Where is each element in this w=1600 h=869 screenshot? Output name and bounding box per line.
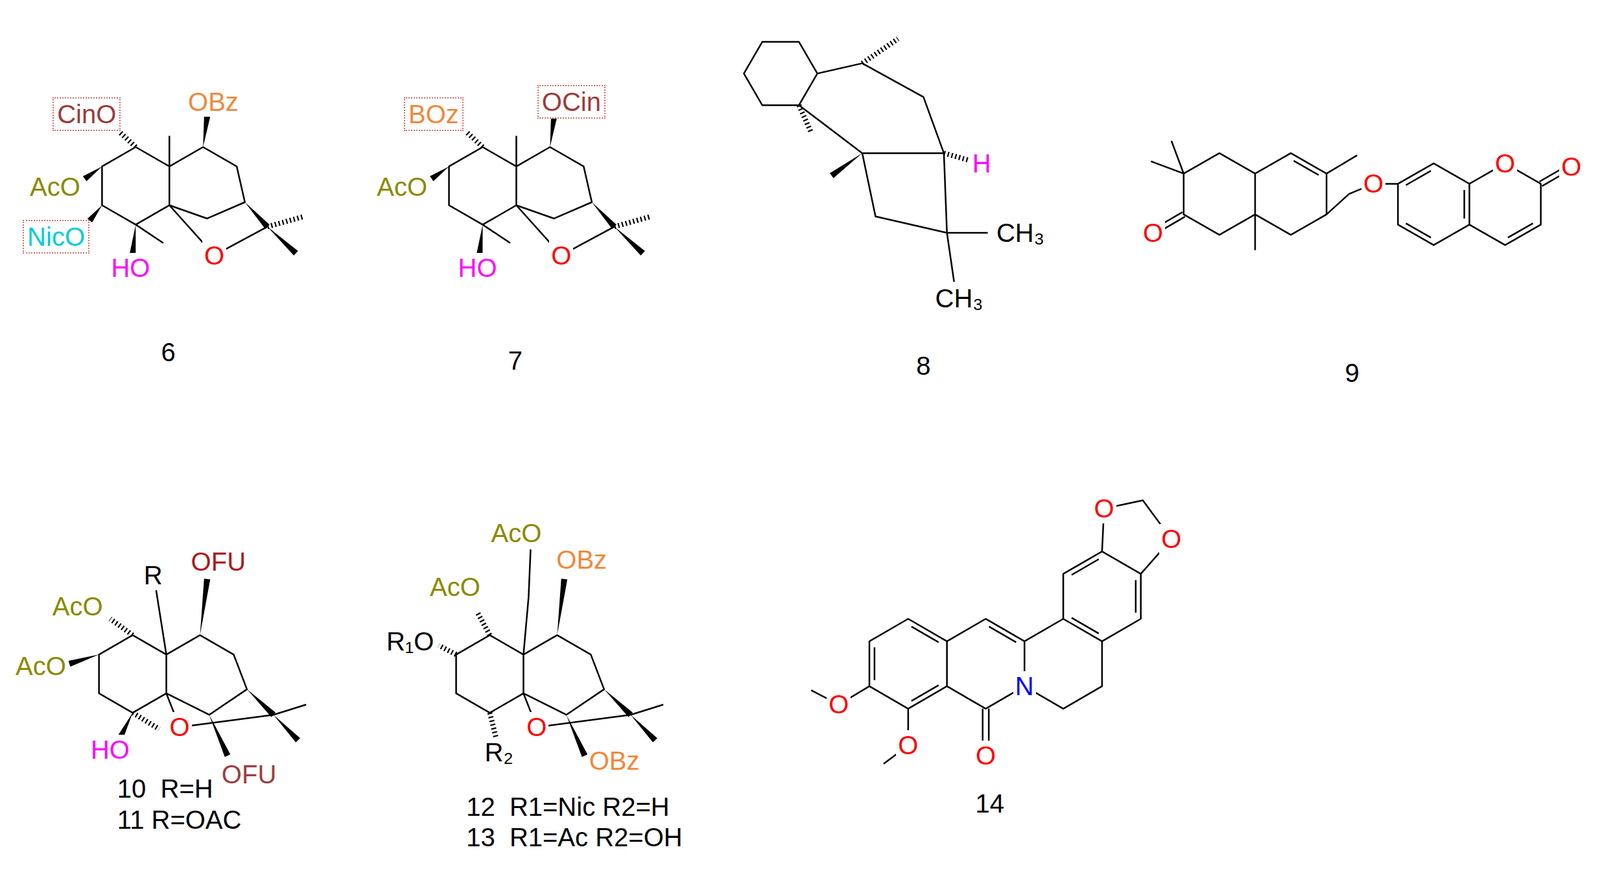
compound-label: 9 <box>1342 357 1361 388</box>
bond-line <box>110 618 160 729</box>
atom-label: O <box>1493 148 1518 179</box>
compound-label: 11 R=OAC <box>115 804 244 835</box>
nicotinoyloxy-box: NicO <box>22 219 90 254</box>
compound-label: 13 R1=Ac R2=OH <box>464 822 685 852</box>
compound-9-bonds <box>1150 140 1569 250</box>
bond-line <box>829 152 863 178</box>
compound-label: 12 R1=Nic R2=H <box>464 791 671 822</box>
compound-label: R₁O <box>384 626 437 657</box>
atom-label: AcO <box>13 650 69 681</box>
atom-label: O <box>1091 493 1116 524</box>
compound-label: CH₃ <box>994 217 1047 248</box>
substituent-label: CinO <box>57 99 117 129</box>
compound-label: 8 <box>914 350 933 381</box>
atom-label: O <box>202 240 227 271</box>
atom-label: O <box>167 711 192 742</box>
compound-label: R₂ <box>482 737 515 767</box>
compound-label: 14 <box>973 788 1007 819</box>
bond-line <box>1150 140 1398 250</box>
compound-label: CH₃ <box>933 283 986 314</box>
atom-label: HO <box>108 252 152 283</box>
bond-line <box>68 654 100 667</box>
substituent-label: NicO <box>27 222 85 251</box>
compound-6-bonds <box>82 116 305 256</box>
bond-line <box>523 549 531 655</box>
atom-label: O <box>1141 217 1165 248</box>
atom-label: O <box>524 711 549 742</box>
bond-line <box>87 204 103 223</box>
compound-label: R <box>141 560 165 590</box>
atom-label: O <box>973 740 998 771</box>
atom-label: O <box>549 240 574 271</box>
bond-line <box>429 116 651 256</box>
bond-line <box>456 578 664 757</box>
compound-label: 10 R=H <box>115 773 216 804</box>
bond-line <box>156 589 167 655</box>
compound-7-bonds <box>429 116 651 256</box>
atom-label: AcO <box>27 171 83 202</box>
atom-label: O <box>1559 151 1584 182</box>
substituent-label: BOz <box>408 99 459 129</box>
bond-line <box>82 116 305 256</box>
bond-line <box>798 38 970 161</box>
compound-14-bonds <box>811 500 1172 764</box>
compound-label: 6 <box>159 337 178 367</box>
bond-line <box>438 612 496 738</box>
atom-label: O <box>1361 168 1386 199</box>
atom-label: OFU <box>219 759 279 789</box>
atom-label: AcO <box>427 571 483 602</box>
atom-label: HO <box>456 252 500 283</box>
atom-label: AcO <box>489 517 544 548</box>
bond-line <box>743 42 988 283</box>
atom-label: O <box>895 729 920 760</box>
atom-label: H <box>970 148 994 179</box>
atom-label: OBz <box>186 86 241 117</box>
bond-line <box>1397 163 1569 246</box>
bond-line <box>99 578 307 757</box>
substituent-label: OCin <box>541 87 601 117</box>
atom-label: O <box>1159 523 1184 554</box>
atom-label: N <box>1013 670 1036 701</box>
atom-label: AcO <box>50 591 106 622</box>
compound-8-bonds <box>743 38 988 283</box>
atom-label: OBz <box>554 544 609 575</box>
atom-label: AcO <box>374 171 430 202</box>
compound-label: 7 <box>506 345 525 376</box>
cinnamoyloxy-box: CinO <box>52 97 121 131</box>
bond-line <box>811 500 1172 764</box>
atom-label: OBz <box>587 745 642 776</box>
atom-label: OFU <box>189 546 248 577</box>
cinnamoyloxy-box: OCin <box>537 84 606 119</box>
atom-label: O <box>826 689 851 719</box>
atom-label: HO <box>88 734 132 765</box>
benzoyloxy-box: BOz <box>403 97 464 131</box>
